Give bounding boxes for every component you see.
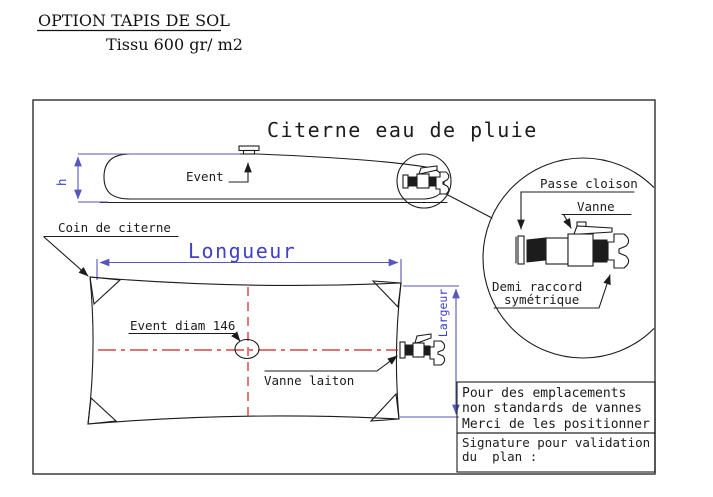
drawing-frame (32, 99, 656, 475)
width-dim-label: Largeur (436, 289, 450, 338)
plan-valve-flange (399, 341, 406, 359)
length-dim-label: Longueur (188, 239, 296, 263)
coupling-label-line1: Demi raccord (492, 279, 582, 294)
detail-coupling-claw (607, 233, 630, 269)
tank-side-outline (103, 153, 445, 200)
page-subtitle: Tissu 600 gr/ m2 (106, 35, 243, 54)
detail-flange (517, 235, 525, 265)
event-leader-arrow (228, 162, 252, 183)
plan-view: Event diam 146 Vanne laiton (87, 276, 446, 425)
detail-thread-right (593, 239, 608, 263)
detail-cylinder (545, 237, 569, 265)
notes-block: Pour des emplacements non standards de v… (456, 381, 656, 473)
plan-valve-fitting (399, 333, 446, 366)
plan-valve-claw (429, 340, 446, 366)
side-valve-claw (435, 171, 450, 195)
placement-note-line3: Merci de les positionner (462, 417, 650, 432)
length-dimension: Longueur (96, 239, 402, 284)
detail-valve-lever (573, 225, 613, 235)
plan-valve-thread2 (423, 345, 431, 356)
coupling-label-line2: symétrique (504, 292, 579, 307)
vent-cap-base (242, 149, 256, 155)
drawing-title: Citerne eau de pluie (267, 118, 538, 142)
vent-circle (234, 338, 260, 360)
corner-patch-bottom-left (87, 396, 118, 425)
callout-connector-line (445, 193, 493, 219)
corner-patch-top-right (371, 280, 402, 309)
bulkhead-label: Passe cloison (540, 176, 638, 191)
detail-valve-assembly (515, 221, 630, 269)
event-label: Event (186, 169, 224, 184)
bulkhead-leader-arrow (517, 191, 635, 230)
page-title: OPTION TAPIS DE SOL (38, 11, 230, 30)
vent-cap (238, 145, 260, 152)
detail-view: Passe cloison Vanne Demi raccord symétri… (482, 157, 654, 359)
signature-note-line1: Signature pour validation (462, 435, 650, 450)
plan-valve-thread (405, 344, 414, 356)
valve-leader-arrow (264, 355, 398, 372)
valve-label: Vanne laiton (264, 373, 354, 388)
corner-patch-top-left (89, 276, 122, 306)
side-valve-flange (402, 174, 409, 189)
detail-thread-left (526, 237, 546, 263)
width-dimension: Largeur (400, 285, 460, 418)
corner-leader-arrow (43, 236, 89, 277)
signature-note-line2: du plan : (462, 449, 537, 464)
vent-diameter-label: Event diam 146 (130, 318, 235, 333)
detail-valve-body (567, 233, 594, 267)
detail-valve-label: Vanne (577, 199, 615, 214)
corner-label: Coin de citerne (58, 220, 171, 235)
signature-note-box (456, 432, 656, 473)
callout-circle-large (482, 157, 654, 359)
vent-leader-arrow (231, 331, 241, 342)
coupling-leader-arrow (493, 274, 611, 309)
side-valve-thread2 (428, 176, 437, 187)
callout-circle-small (396, 153, 452, 209)
placement-note-line1: Pour des emplacements (462, 386, 626, 401)
height-dim-label: h (54, 178, 69, 186)
side-valve-lever (418, 165, 438, 175)
side-valve-thread (408, 176, 418, 187)
corner-patch-bottom-right (369, 392, 400, 422)
side-view: Event h (54, 145, 493, 219)
placement-note-line2: non standards de vannes (462, 401, 642, 416)
plan-valve-lever (414, 333, 432, 344)
detail-valve-leader-arrow (563, 214, 572, 229)
side-valve-fitting (402, 165, 450, 195)
side-valve-body (416, 173, 430, 189)
plan-valve-body (412, 342, 425, 358)
